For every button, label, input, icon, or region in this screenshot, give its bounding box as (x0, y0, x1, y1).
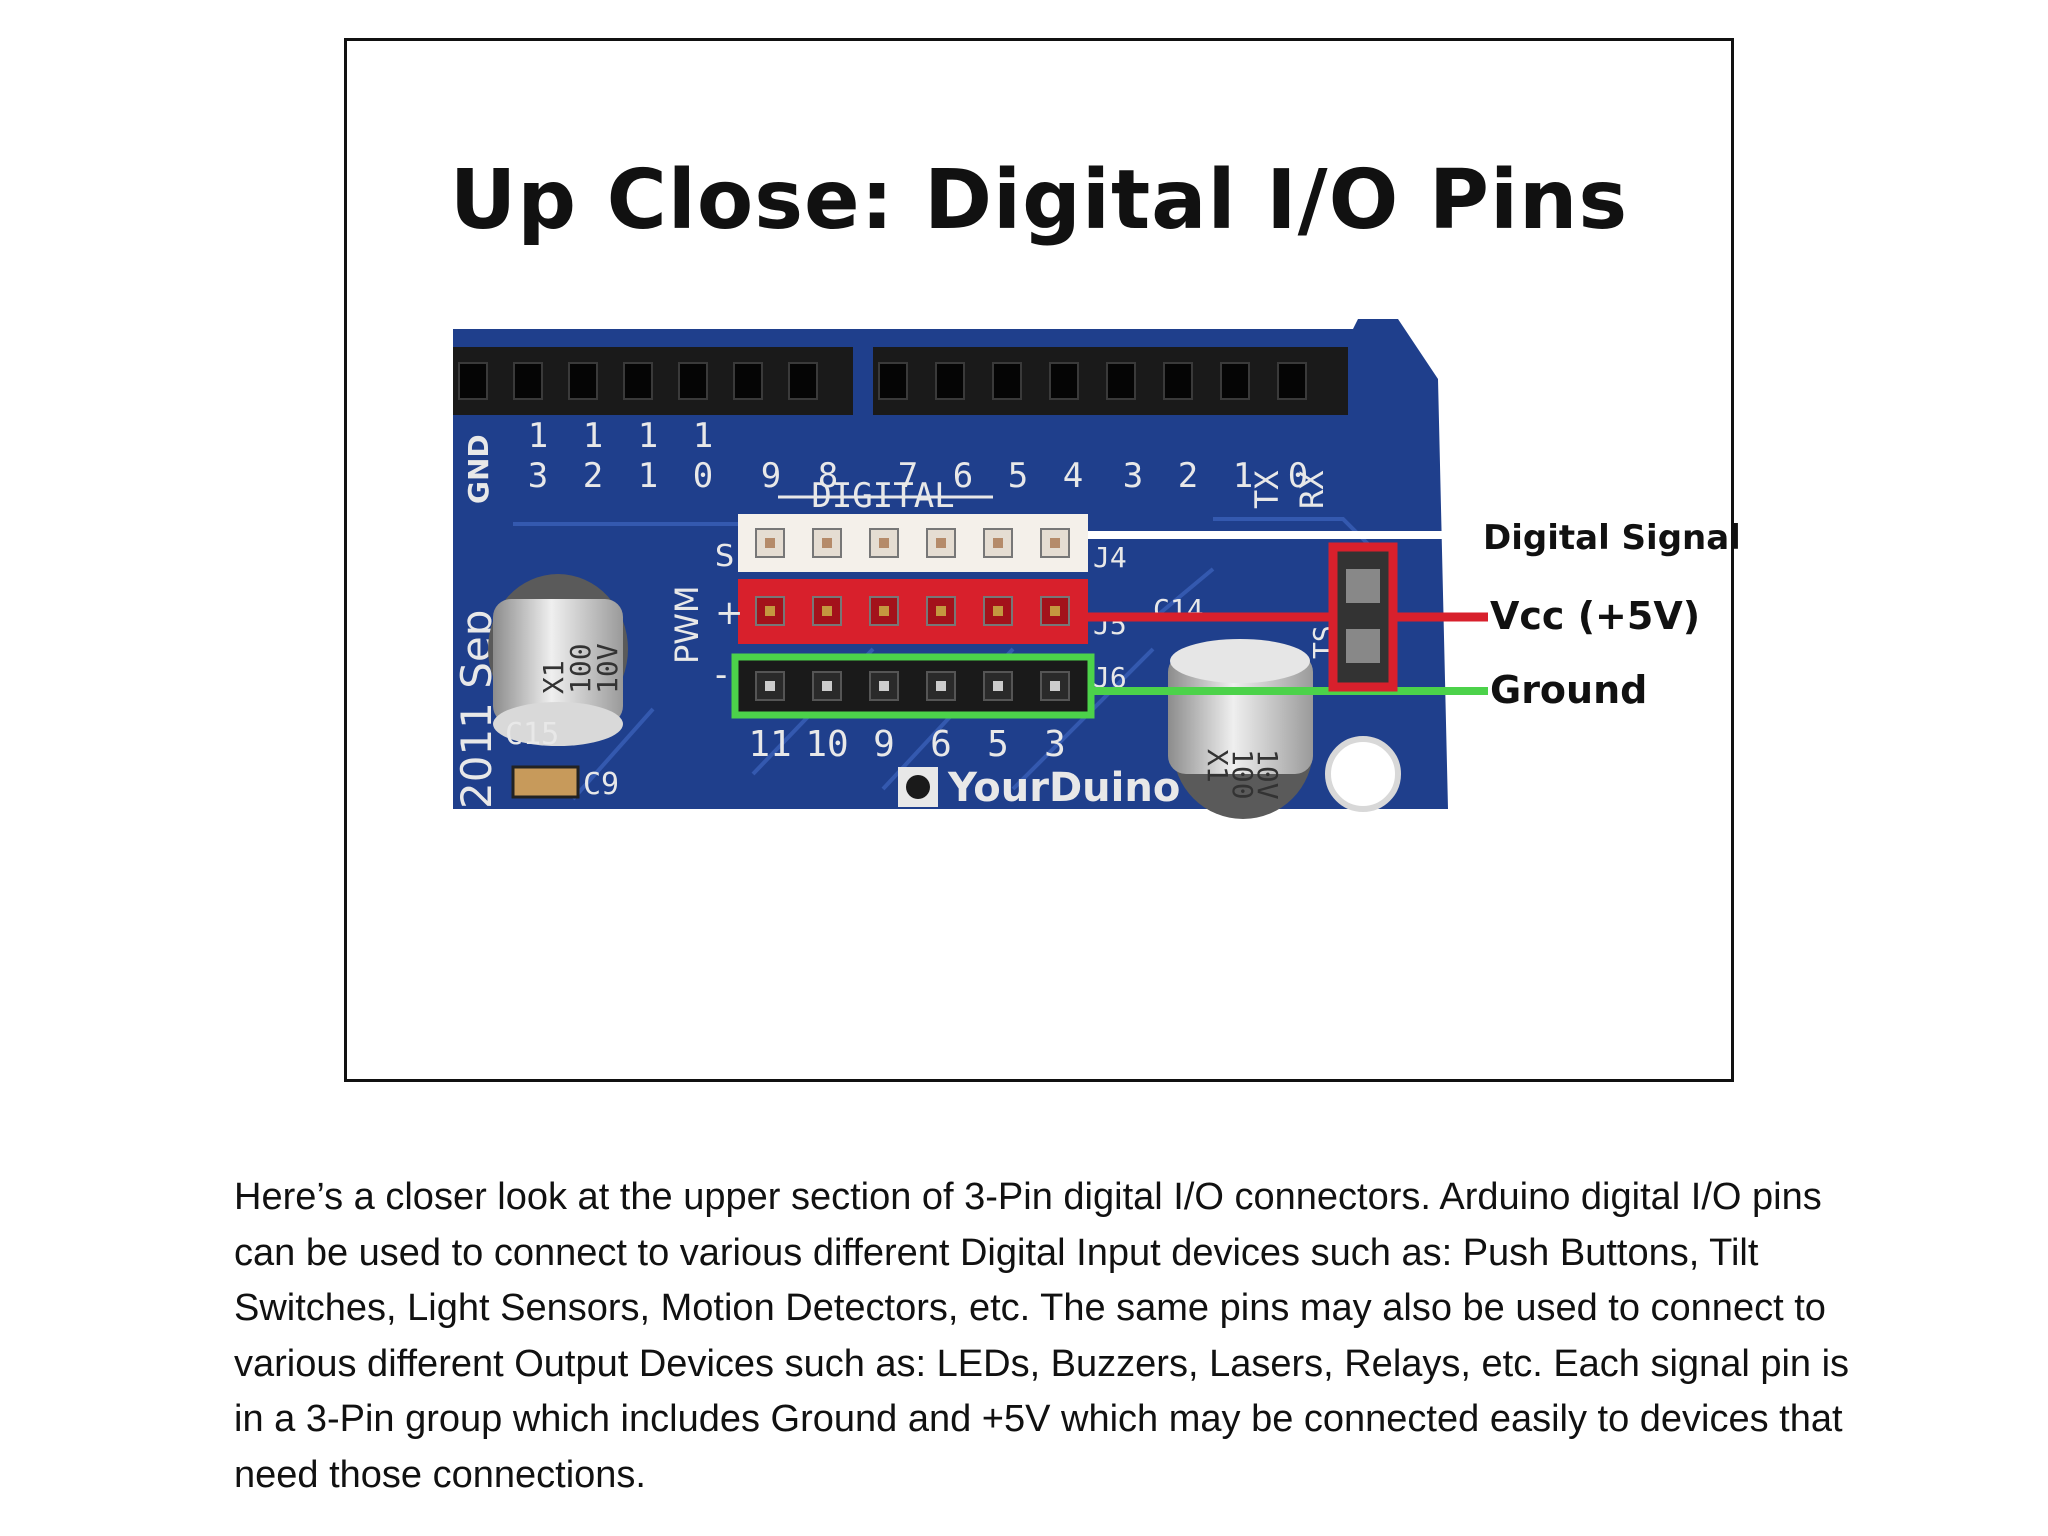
pwm-label: PWM (668, 585, 706, 664)
connector-pin (822, 606, 832, 616)
header-pin-label: 2 (1178, 456, 1198, 496)
header-pin-label: 1 (1233, 456, 1253, 496)
header-hole (1049, 362, 1079, 400)
header-hole (788, 362, 818, 400)
header-pin-label: 6 (953, 456, 973, 496)
header-pin-label: 4 (1063, 456, 1083, 496)
header-hole (568, 362, 598, 400)
rx-label: RX (1293, 470, 1331, 509)
gnd-marker: - (715, 655, 727, 695)
header-hole (733, 362, 763, 400)
header-hole (458, 362, 488, 400)
tx-label: TX (1248, 470, 1286, 509)
digital-label: DIGITAL (811, 476, 954, 516)
gnd-label: GND (462, 434, 495, 504)
capacitor-right-label-3: 10V (1251, 749, 1284, 800)
header-hole (678, 362, 708, 400)
connector-pin (765, 538, 775, 548)
label-j4: J4 (1093, 541, 1127, 574)
connector-pin (1050, 538, 1060, 548)
capacitor-left-label-2: 100 (564, 643, 597, 694)
connector-pin (936, 606, 946, 616)
header-pin-label: 8 (818, 456, 838, 496)
caption-text: Here’s a closer look at the upper sectio… (234, 1176, 1850, 1496)
smd-component (511, 765, 580, 799)
label-c9: C9 (583, 767, 619, 802)
header-pin-label: 9 (761, 456, 781, 496)
connector-pin (879, 681, 889, 691)
connector-pin (765, 681, 775, 691)
header-pin-label: 5 (1008, 456, 1028, 496)
brand-label: YourDuino (947, 765, 1180, 811)
ts-pin-2 (1346, 629, 1380, 663)
connector-pin-label: 5 (987, 724, 1009, 765)
connector-pin (993, 606, 1003, 616)
label-c15: C15 (505, 717, 559, 752)
connector-pin (879, 538, 889, 548)
capacitor-right (1168, 639, 1313, 819)
capacitor-right-label-2: 100 (1226, 749, 1259, 800)
mounting-hole (1325, 736, 1401, 812)
connector-pin (1050, 606, 1060, 616)
ts-pin-1 (1346, 569, 1380, 603)
header-hole (992, 362, 1022, 400)
header-hole (1106, 362, 1136, 400)
header-pin-label: 3 (1123, 456, 1143, 496)
capacitor-right-label-1: X1 (1201, 749, 1234, 783)
connector-pin-label: 3 (1044, 724, 1066, 765)
connector-pin-label: 6 (930, 724, 952, 765)
connector-pin-housing (1040, 596, 1070, 626)
connector-pin (993, 681, 1003, 691)
header-hole (1220, 362, 1250, 400)
connector-pin (822, 681, 832, 691)
header-hole (878, 362, 908, 400)
connector-pin (765, 606, 775, 616)
ts-jumper (1328, 542, 1398, 692)
header-hole (1277, 362, 1307, 400)
capacitor-left-label-1: X1 (537, 660, 570, 694)
vcc-row (738, 579, 1088, 644)
slide-frame: Up Close: Digital I/O Pins (344, 38, 1741, 1082)
signal-row (738, 514, 1088, 572)
ground-row-outline (731, 653, 1095, 719)
connector-pin (936, 681, 946, 691)
vcc-marker: + (715, 593, 744, 633)
header-hole (935, 362, 965, 400)
connector-pin-housing (812, 596, 842, 626)
connector-pin (1050, 681, 1060, 691)
header-hole (513, 362, 543, 400)
capacitor-left (488, 574, 628, 746)
capacitor-left-label-3: 10V (591, 643, 624, 694)
callout-ground: Ground (1490, 668, 1647, 712)
signal-marker: S (715, 539, 734, 574)
header-hole (1163, 362, 1193, 400)
slide-title: Up Close: Digital I/O Pins (449, 153, 1629, 248)
header-hole (623, 362, 653, 400)
connector-pin-label: 11 (748, 724, 791, 765)
callout-digital-signal: Digital Signal (1483, 518, 1741, 558)
header-pin-label: 0 (1288, 456, 1308, 496)
connector-pin-label: 10 (805, 724, 848, 765)
connector-pin-label: 9 (873, 724, 895, 765)
connector-pin (993, 538, 1003, 548)
connector-pin (936, 538, 946, 548)
connector-pin (822, 538, 832, 548)
connector-pin (879, 606, 889, 616)
callout-vcc: Vcc (+5V) (1490, 594, 1700, 638)
header-pin-label: 7 (898, 456, 918, 496)
